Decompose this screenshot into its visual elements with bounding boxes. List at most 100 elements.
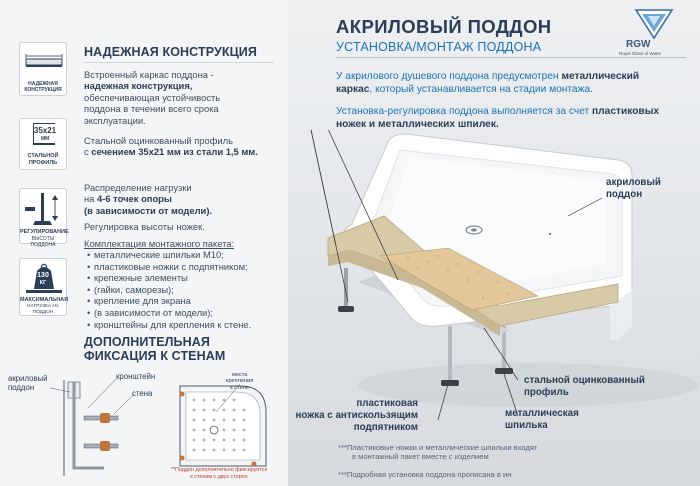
rgw-logo-icon [634,9,674,40]
callout-line: шпилька [505,420,548,431]
label-fixing-places: места крепления к стене [226,372,253,391]
label-line: поддон [8,383,35,392]
list-item: крепление для экрана [87,295,287,307]
text-bold: пластиковых [592,106,660,117]
divider [84,62,274,63]
list-item: (гайки, саморезы); [87,284,287,296]
callout-line: профиль [524,387,569,398]
label-wall: стена [132,389,153,398]
section-title: ДОПОЛНИТЕЛЬНАЯ ФИКСАЦИЯ К СТЕНАМ [84,335,225,363]
list-item: (в зависимости от модели); [87,307,287,319]
callout-line: пластиковая [356,398,418,409]
text-span: , который устанавливается на стадии монт… [369,84,593,95]
logo-subtext: Royal Glass of Water [619,51,662,56]
section-title: НАДЕЖНАЯ КОНСТРУКЦИЯ [84,45,257,59]
logo-text: RGW [626,39,651,50]
note-1: ***Пластиковые ножки и металлические шпи… [338,443,538,461]
text-span: Установка-регулировка поддона выполняетс… [336,106,593,117]
kit-list: металлические шпильки М10; пластиковые н… [87,249,287,330]
list-item: металлические шпильки М10; [87,249,287,261]
text-line: на 4-6 точек опоры [84,193,284,204]
icon-caption: ПРОФИЛЬ [28,160,58,166]
text-span: на [84,193,97,205]
load-value-label: 130 [37,272,49,279]
profile-shape-icon [33,123,55,145]
text-bold: ножек и металлических шпилек. [336,119,499,130]
callout-metal-stud: металлическая шпилька [505,408,579,432]
text-line: поддона в течении всего срока [84,103,219,115]
footnote-line: к стенам с двух сторон [190,473,248,480]
text-span: У акрилового душевого поддона предусмотр… [336,71,562,82]
profile-text: Стальной оцинкованный профиль с сечением… [84,135,288,158]
label-bracket: кронштейн [116,372,156,381]
note-line: ***Пластиковые ножки и металлические шпи… [338,443,538,452]
callout-steel-profile: стальной оцинкованный профиль [524,375,645,399]
note-2: ***Подробная установка поддона прописана… [338,470,512,479]
callout-acrylic-tray: акриловый поддон [606,177,661,201]
intro-paragraph-2: Установка-регулировка поддона выполняетс… [336,105,686,131]
text-bold: сечением 35x21 мм из стали 1,5 мм. [91,146,258,158]
callout-line: металлическая [505,408,579,419]
text-line: Встроенный каркас поддона - [84,69,214,80]
list-item: крепежные элементы [87,272,287,284]
reliable-construction-icon: НАДЕЖНАЯ КОНСТРУКЦИЯ [19,42,67,96]
wall-fixing-drawing [49,378,267,476]
page-subtitle: УСТАНОВКА/МОНТАЖ ПОДДОНА [336,40,542,54]
icon-caption: НАГРУЗКА НА ПОДДОН [26,304,60,315]
label-line: места [231,372,248,378]
text-line: Распределение нагрузки [84,182,192,193]
section2-footnote: **Поддон дополнительно фиксируется к сте… [152,467,286,480]
chipboard-texture [407,255,509,299]
text-bold: надежная конструкция, [84,80,193,92]
callout-line: поддон [606,189,643,200]
callout-plastic-leg: пластиковая ножка с антискользящим подпя… [288,398,418,434]
text-line: Регулировка высоты ножек. [84,221,205,233]
title-line: ДОПОЛНИТЕЛЬНАЯ [84,335,210,349]
text-line: Стальной оцинкованный профиль [84,135,234,146]
leader-lines [310,130,603,421]
intro-paragraph-1: У акрилового душевого поддона предусмотр… [336,70,686,96]
icon-caption: НАДЕЖНАЯ КОНСТРУКЦИЯ [24,81,62,93]
icon-caption: ВЫСОТЫ ПОДДОНА [30,236,56,248]
callout-line: подпятником [353,422,418,433]
drain-holes [192,398,246,452]
title-line: ФИКСАЦИЯ К СТЕНАМ [84,349,226,363]
text-line: эксплуатации. [84,114,146,126]
text-bold: металлический [561,71,640,82]
text-line: (в зависимости от модели). [84,205,284,216]
callout-line: акриловый [606,177,661,188]
list-item: пластиковые ножки с подпятником; [87,261,287,273]
text-line: обеспечивающая устойчивость [84,91,221,103]
profile-unit-label: ММ [40,136,50,142]
load-text: Распределение нагрузки на 4-6 точек опор… [84,182,284,233]
text-line: с сечением 35x21 мм из стали 1,5 мм. [84,146,288,157]
icon-caption: РЕГУЛИРОВАНИЕ [20,229,69,235]
label-line: крепления [226,378,254,385]
label-tray: акриловый поддон [8,374,48,392]
callout-line: ножка с антискользящим [295,410,418,421]
steel-profile-icon: 35x21 ММ СТАЛЬНОЙ ПРОФИЛЬ [19,118,67,170]
text-bold: 4-6 точек опоры [97,193,172,205]
text-bold: (в зависимости от модели). [84,204,213,216]
divider [336,57,686,58]
height-adjust-icon: РЕГУЛИРОВАНИЕ ВЫСОТЫ ПОДДОНА [19,188,69,248]
load-unit-label: КГ [39,280,47,286]
max-load-icon: 130 КГ МАКСИМАЛЬНАЯ НАГРУЗКА НА ПОДДОН [19,258,69,316]
text-bold: каркас [336,84,370,95]
icon-caption: МАКСИМАЛЬНАЯ [20,297,69,303]
text-line: надежная конструкция, [84,80,284,91]
text-span: с [84,146,92,158]
note-line: в монтажный пакет вместе с изделием [352,452,489,462]
tray-illustration [310,130,698,421]
list-item: кронштейны для крепления к стене. [87,319,287,331]
kit-title: Комплектация монтажного пакета: [84,238,235,249]
label-line: акриловый [8,374,48,383]
profile-size-label: 35x21 [33,126,57,135]
footnote-line: **Поддон дополнительно фиксируется [170,467,268,473]
label-line: к стене [230,384,249,391]
callout-line: стальной оцинкованный [524,375,645,386]
page-title: АКРИЛОВЫЙ ПОДДОН [336,16,552,37]
construction-text: Встроенный каркас поддона - надежная кон… [84,69,284,126]
icon-caption: СТАЛЬНОЙ [27,153,59,159]
